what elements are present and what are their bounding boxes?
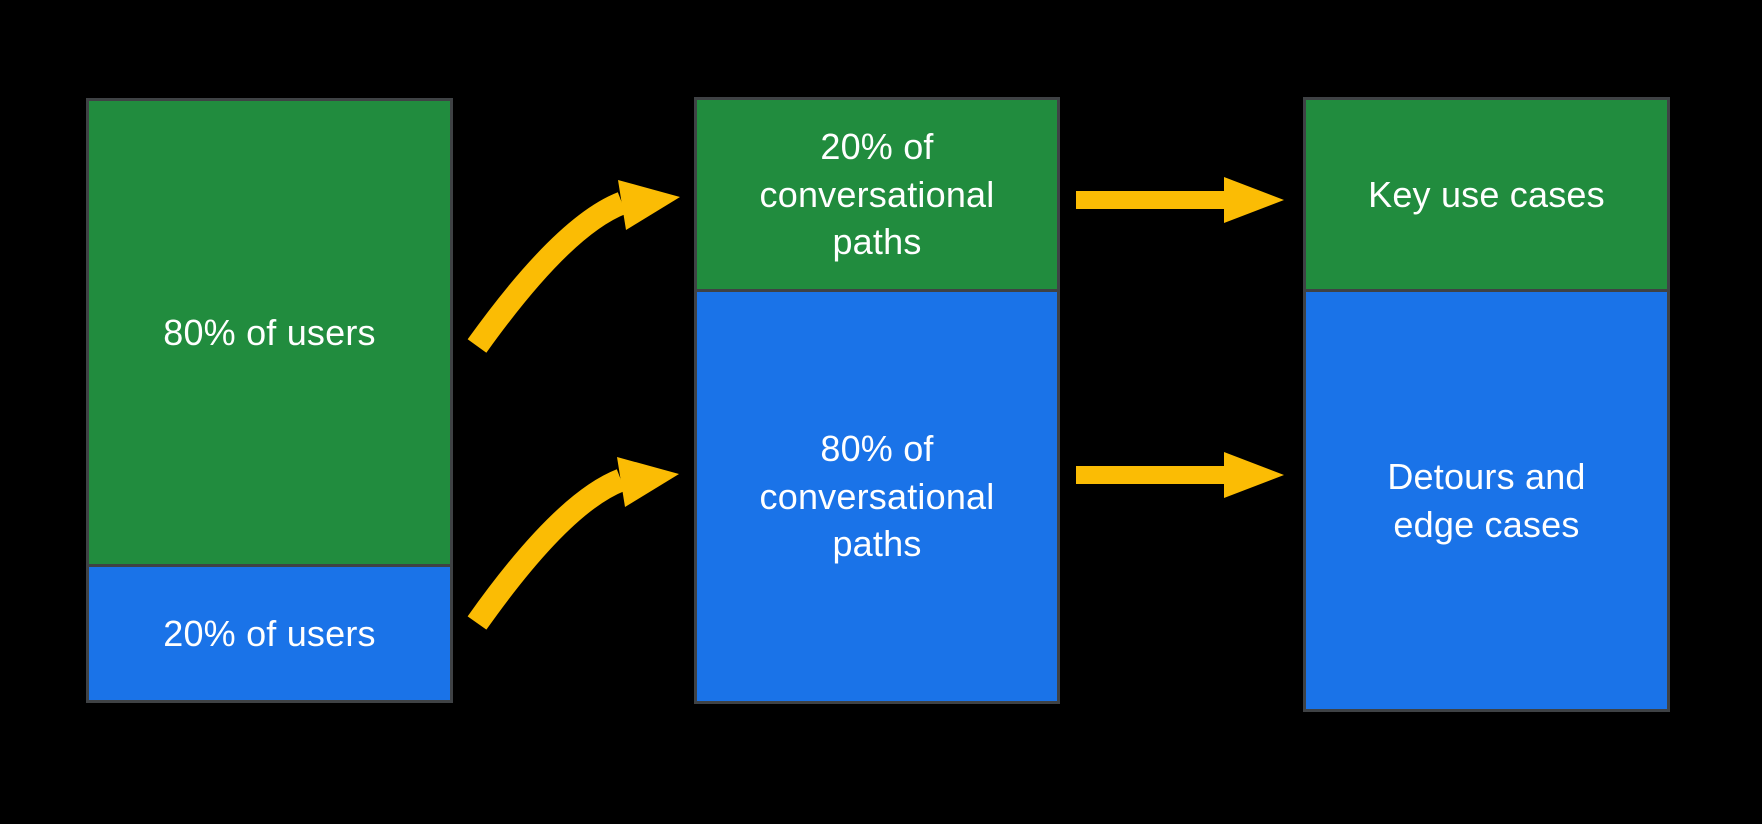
paths-80-label: 80% of conversational paths xyxy=(759,427,995,565)
straight-arrow-bottom-head-icon xyxy=(1224,452,1284,498)
straight-arrow-top-head-icon xyxy=(1224,177,1284,223)
detours-edge-cases-label: Detours and edge cases xyxy=(1387,455,1586,545)
users-80-label: 80% of users xyxy=(163,311,376,353)
curved-arrow-bottom-shaft xyxy=(467,469,626,630)
paths-20-segment: 20% of conversational paths xyxy=(697,100,1057,289)
straight-arrow-bottom xyxy=(1076,452,1284,498)
paths-80-segment: 80% of conversational paths xyxy=(697,289,1057,701)
curved-arrow-top-shaft xyxy=(467,192,627,353)
detours-edge-cases-segment: Detours and edge cases xyxy=(1306,289,1667,709)
key-use-cases-label: Key use cases xyxy=(1368,173,1605,215)
straight-arrow-top xyxy=(1076,177,1284,223)
curved-arrow-bottom xyxy=(467,457,679,630)
outcomes-column: Key use cases Detours and edge cases xyxy=(1303,97,1670,712)
curved-arrow-bottom-head-icon xyxy=(617,457,679,507)
users-80-segment: 80% of users xyxy=(89,101,450,564)
curved-arrow-top xyxy=(467,180,680,353)
straight-arrow-top-shaft xyxy=(1076,191,1226,209)
straight-arrow-bottom-shaft xyxy=(1076,466,1226,484)
users-20-segment: 20% of users xyxy=(89,564,450,700)
users-column: 80% of users 20% of users xyxy=(86,98,453,703)
curved-arrow-top-head-icon xyxy=(618,180,680,230)
paths-20-label: 20% of conversational paths xyxy=(759,125,995,263)
users-20-label: 20% of users xyxy=(163,612,376,654)
conversational-paths-column: 20% of conversational paths 80% of conve… xyxy=(694,97,1060,704)
key-use-cases-segment: Key use cases xyxy=(1306,100,1667,289)
